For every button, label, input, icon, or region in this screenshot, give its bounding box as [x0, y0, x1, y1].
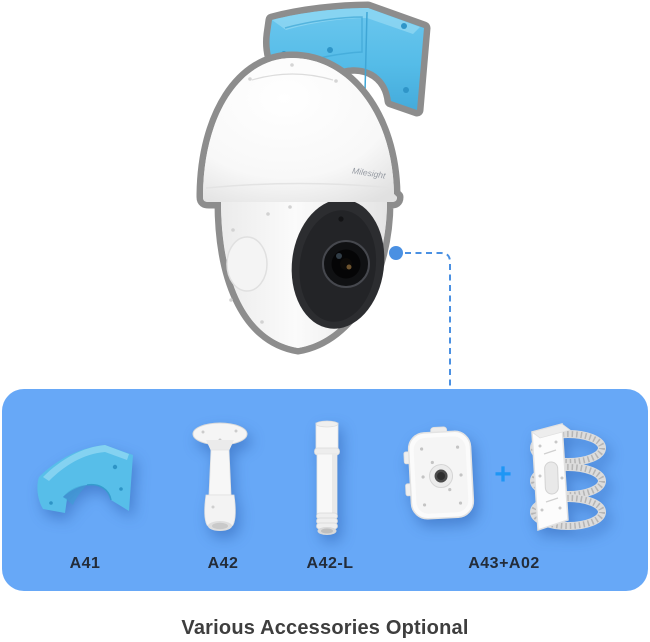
extension-pole-icon: [314, 420, 340, 535]
accessory-label-a43-a02: A43+A02: [468, 555, 540, 572]
ceiling-mount-icon: [192, 422, 248, 531]
accessory-label-a42: A42: [207, 555, 239, 572]
connector-dot: [389, 246, 403, 260]
junction-box-icon: [403, 426, 475, 520]
accessories-panel: + A41 A42 A42-L A: [2, 389, 648, 591]
plus-icon: +: [494, 458, 512, 491]
camera-image: Milesight: [196, 1, 451, 388]
camera-lens: [322, 240, 370, 288]
accessory-label-a41: A41: [69, 555, 101, 572]
strap-loops: [530, 430, 606, 530]
caption: Various Accessories Optional: [181, 617, 469, 639]
side-cap: [226, 236, 268, 292]
wall-mount-bracket-icon: [37, 445, 133, 513]
connector-line: [405, 252, 451, 388]
camera-dome: Milesight: [203, 58, 397, 202]
accessory-label-a42l: A42-L: [306, 555, 354, 572]
pole-mount-strap-icon: [530, 423, 606, 532]
camera-body: [221, 199, 387, 348]
